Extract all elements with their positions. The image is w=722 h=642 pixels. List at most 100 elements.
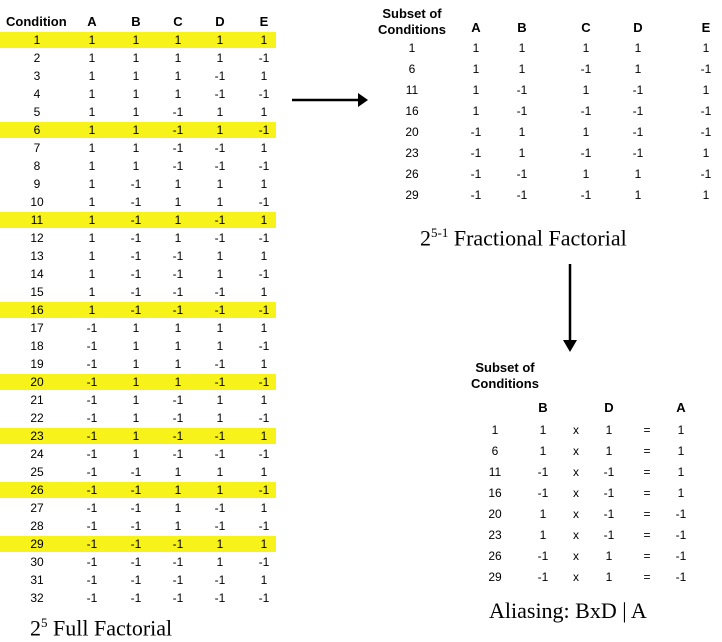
- condition-cell: 6: [408, 62, 416, 76]
- condition-cell: 6: [33, 123, 41, 137]
- full-col-header: D: [215, 14, 225, 29]
- factor-cell: 1: [518, 125, 526, 139]
- factor-cell: 1: [88, 231, 96, 245]
- factor-cell: 1: [260, 501, 268, 515]
- condition-cell: 27: [30, 501, 44, 515]
- factor-cell: -1: [516, 104, 528, 118]
- factor-cell: -1: [86, 339, 98, 353]
- aliasing-caption: Aliasing: BxD | A: [489, 598, 647, 623]
- condition-cell: 16: [30, 303, 44, 317]
- factor-cell: 1: [260, 429, 268, 443]
- d-value-cell: -1: [603, 528, 615, 542]
- factor-cell: 1: [260, 213, 268, 227]
- factor-cell: 1: [216, 33, 224, 47]
- factor-cell: -1: [86, 555, 98, 569]
- factor-cell: 1: [260, 393, 268, 407]
- factor-cell: -1: [172, 393, 184, 407]
- factor-cell: 1: [88, 105, 96, 119]
- full-factorial-caption: 25 Full Factorial: [30, 615, 172, 641]
- factor-cell: 1: [260, 69, 268, 83]
- factor-cell: -1: [214, 303, 226, 317]
- factor-cell: 1: [260, 465, 268, 479]
- factor-cell: -1: [214, 591, 226, 605]
- b-value-cell: 1: [539, 423, 547, 437]
- aliasing-col-b: B: [538, 400, 548, 415]
- factor-cell: 1: [472, 62, 480, 76]
- factor-cell: 1: [260, 177, 268, 191]
- a-value-cell: 1: [677, 423, 685, 437]
- condition-cell: 29: [488, 570, 502, 584]
- b-value-cell: -1: [537, 549, 549, 563]
- a-value-cell: -1: [675, 528, 687, 542]
- factor-cell: 1: [174, 465, 182, 479]
- times-sign: x: [573, 444, 579, 458]
- times-sign: x: [573, 465, 579, 479]
- factor-cell: 1: [518, 41, 526, 55]
- factor-cell: 1: [88, 159, 96, 173]
- caption-base: 2: [30, 615, 41, 641]
- factor-cell: -1: [86, 375, 98, 389]
- factor-cell: -1: [258, 591, 270, 605]
- fractional-col-header: C: [581, 20, 591, 35]
- factor-cell: 1: [132, 411, 140, 425]
- factor-cell: -1: [86, 393, 98, 407]
- factor-cell: -1: [258, 231, 270, 245]
- equals-sign: =: [643, 528, 651, 542]
- factor-cell: -1: [86, 483, 98, 497]
- factor-cell: -1: [86, 519, 98, 533]
- factor-cell: -1: [700, 125, 712, 139]
- factor-cell: 1: [634, 62, 642, 76]
- factor-cell: -1: [86, 357, 98, 371]
- factor-cell: 1: [132, 357, 140, 371]
- condition-cell: 23: [405, 146, 419, 160]
- equals-sign: =: [643, 507, 651, 521]
- factor-cell: -1: [258, 159, 270, 173]
- equals-sign: =: [643, 465, 651, 479]
- factor-cell: -1: [130, 285, 142, 299]
- times-sign: x: [573, 528, 579, 542]
- aliasing-col-a: A: [676, 400, 686, 415]
- factor-cell: 1: [132, 393, 140, 407]
- factor-cell: 1: [216, 555, 224, 569]
- factor-cell: 1: [260, 321, 268, 335]
- factor-cell: 1: [174, 87, 182, 101]
- factor-cell: -1: [172, 429, 184, 443]
- condition-cell: 25: [30, 465, 44, 479]
- fractional-header-label: Subset of Conditions: [372, 6, 452, 38]
- factor-cell: -1: [86, 429, 98, 443]
- a-value-cell: -1: [675, 570, 687, 584]
- full-col-header: Condition: [6, 14, 67, 29]
- factor-cell: 1: [582, 41, 590, 55]
- factor-cell: 1: [216, 465, 224, 479]
- factor-cell: 1: [132, 141, 140, 155]
- factor-cell: -1: [172, 411, 184, 425]
- condition-cell: 20: [405, 125, 419, 139]
- factor-cell: 1: [132, 321, 140, 335]
- condition-cell: 20: [488, 507, 502, 521]
- condition-cell: 23: [488, 528, 502, 542]
- factor-cell: 1: [132, 51, 140, 65]
- factor-cell: 1: [216, 195, 224, 209]
- factor-cell: 1: [216, 267, 224, 281]
- factor-cell: -1: [130, 483, 142, 497]
- factor-cell: -1: [516, 83, 528, 97]
- condition-cell: 1: [33, 33, 41, 47]
- factor-cell: -1: [130, 267, 142, 281]
- b-value-cell: 1: [539, 444, 547, 458]
- factor-cell: 1: [132, 375, 140, 389]
- factor-cell: -1: [632, 146, 644, 160]
- factor-cell: -1: [516, 167, 528, 181]
- condition-cell: 11: [405, 83, 419, 97]
